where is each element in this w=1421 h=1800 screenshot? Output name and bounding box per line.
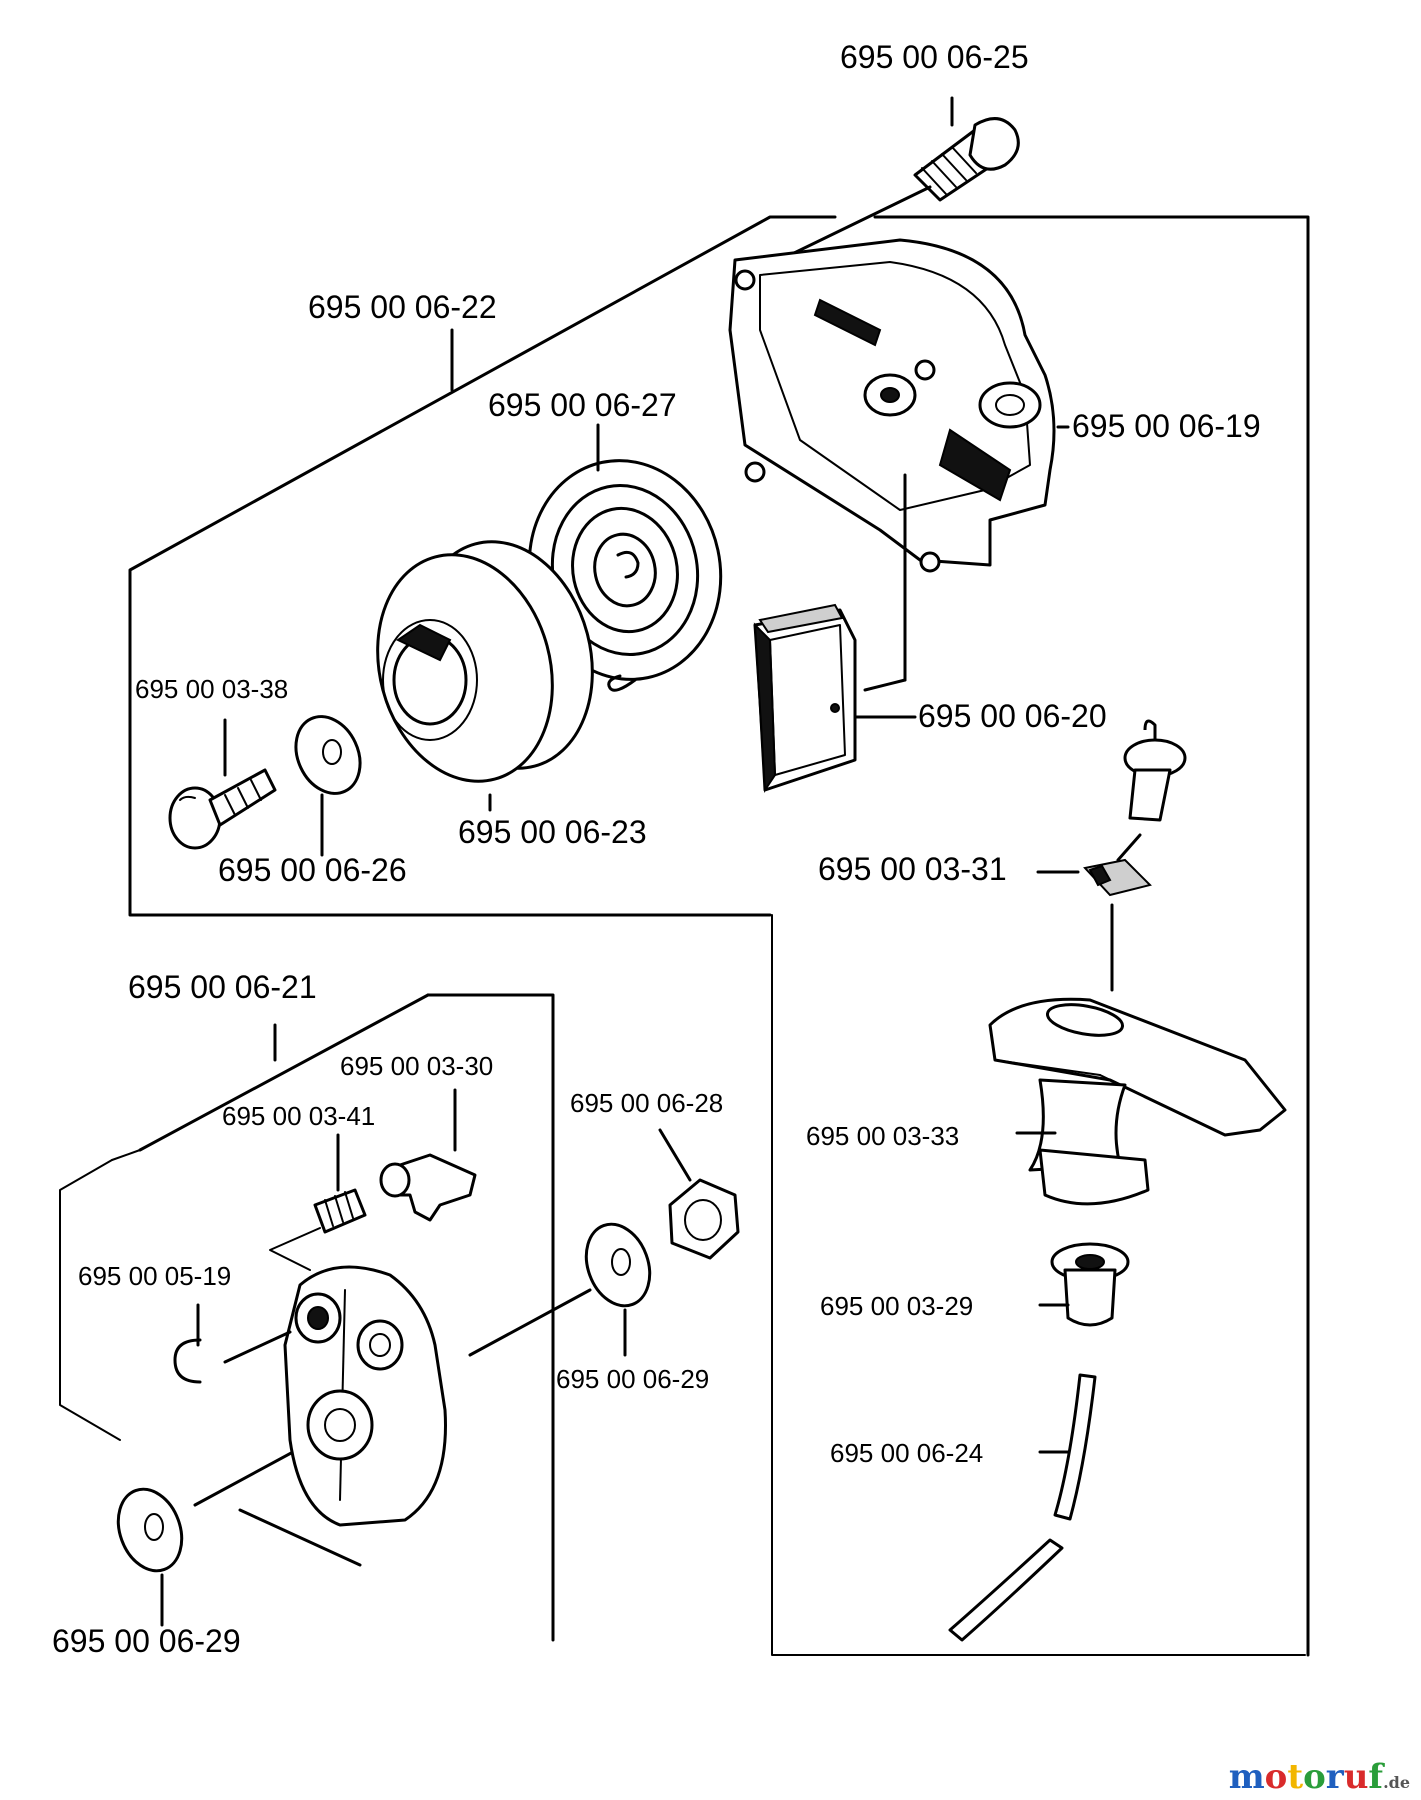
washer-06-26-part: [294, 715, 362, 857]
part-labels: 695 00 06-25 695 00 06-22 695 00 06-27 6…: [52, 39, 1261, 1659]
pawl-03-30-part: [379, 1088, 477, 1222]
part-label-06-20: 695 00 06-20: [918, 698, 1107, 734]
part-label-03-30: 695 00 03-30: [340, 1051, 493, 1081]
part-label-06-27: 695 00 06-27: [488, 387, 677, 423]
part-label-06-22: 695 00 06-22: [308, 289, 497, 325]
starter-handle-03-33-part: [988, 997, 1287, 1206]
assembly-frame-upper: [128, 215, 1310, 1657]
part-label-06-29b: 695 00 06-29: [52, 1623, 241, 1659]
screw-03-38-part: [168, 718, 277, 850]
watermark-logo: motoruf.de: [1229, 1757, 1410, 1797]
nut-06-28-part: [658, 1128, 740, 1260]
e-clip-05-19-part: [173, 1303, 292, 1384]
part-label-03-29: 695 00 03-29: [820, 1291, 973, 1321]
part-label-05-19: 695 00 05-19: [78, 1261, 231, 1291]
part-label-06-19: 695 00 06-19: [1072, 408, 1261, 444]
part-label-03-31: 695 00 03-31: [818, 851, 1007, 887]
screw-06-25-part: [788, 96, 1020, 257]
part-label-06-21: 695 00 06-21: [128, 969, 317, 1005]
pawl-06-20-part: [753, 473, 917, 794]
starter-housing-06-19-part: [728, 238, 1070, 573]
part-label-06-23: 695 00 06-23: [458, 814, 647, 850]
bushing-03-29-part: [1038, 1242, 1130, 1327]
part-label-06-25: 695 00 06-25: [840, 39, 1029, 75]
assembly-frame-lower: [59, 993, 555, 1642]
part-label-03-41: 695 00 03-41: [222, 1101, 375, 1131]
starter-rope-06-24-part: [948, 1373, 1097, 1642]
part-label-03-38: 695 00 03-38: [135, 674, 288, 704]
rope-fitting-part: [1116, 719, 1187, 862]
part-label-06-29a: 695 00 06-29: [556, 1364, 709, 1394]
rope-pulley-06-23-part: [376, 540, 594, 812]
pawl-spring-03-41-part: [269, 1133, 367, 1271]
pawl-carrier-06-21-part: [273, 1023, 447, 1527]
washer-06-29a-part: [468, 1222, 652, 1357]
part-label-06-26: 695 00 06-26: [218, 852, 407, 888]
clip-03-31-part: [1036, 858, 1152, 992]
part-label-03-33: 695 00 03-33: [806, 1121, 959, 1151]
part-label-06-28: 695 00 06-28: [570, 1088, 723, 1118]
part-label-06-24: 695 00 06-24: [830, 1438, 983, 1468]
recoil-spring-06-27-part: [527, 423, 723, 692]
